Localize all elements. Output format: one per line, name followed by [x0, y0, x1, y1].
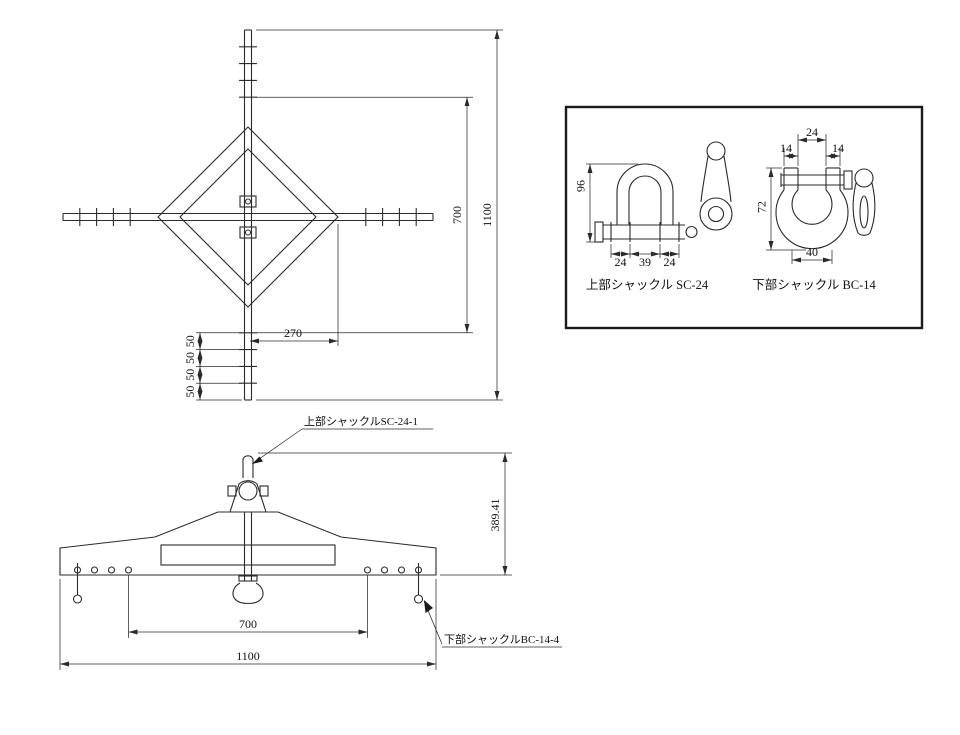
- lower-shackle-side-view: [852, 168, 876, 236]
- front-end-pins: [72, 563, 424, 604]
- detail-box: 96 24 39 24 上部シャックル SC-24: [564, 105, 924, 330]
- front-dim-hole-span: 700: [239, 617, 257, 631]
- lower-dim-width: 40: [806, 245, 818, 259]
- front-beam-slot: [160, 544, 336, 566]
- upper-dim-w3: 24: [664, 255, 676, 269]
- plan-diamond-brace: [157, 126, 339, 308]
- plan-dim-overall-length: 1100: [480, 203, 494, 227]
- plan-beam-horizontal: [62, 208, 434, 226]
- upper-shackle-side-view: [699, 141, 733, 231]
- front-lower-shackle: [232, 575, 264, 605]
- front-beam-body: [59, 511, 437, 581]
- front-top-lug: [229, 480, 267, 513]
- front-upper-shackle: [227, 455, 269, 497]
- upper-shackle-dimensions: 96 24 39 24: [574, 163, 680, 269]
- upper-shackle-front-view: [594, 163, 698, 243]
- plan-dimensions: 1100 700 270 50 50 50 50: [183, 29, 503, 401]
- front-bottom-holes: [73, 566, 423, 574]
- lower-dim-height: 72: [755, 201, 769, 213]
- upper-shackle-leader-label: 上部シャックルSC-24-1: [304, 414, 418, 428]
- lower-shackle-dimensions: 24 14 14 72 40: [755, 125, 844, 264]
- plan-dim-offset: 270: [284, 326, 302, 340]
- front-view: 上部シャックルSC-24-1 下部シャックルBC-14-4 700 1100 3…: [59, 414, 562, 670]
- lower-dim-ear-left: 14: [780, 141, 792, 155]
- plan-beam-vertical: [239, 29, 257, 401]
- plan-center-fittings: [239, 195, 257, 239]
- lower-shackle-caption: 下部シャックル BC-14: [752, 277, 876, 292]
- plan-dim-pitch-4: 50: [183, 386, 197, 398]
- front-dim-height: 389.41: [488, 499, 502, 532]
- upper-dim-w2: 39: [639, 255, 651, 269]
- plan-view: 1100 700 270 50 50 50 50: [62, 29, 503, 401]
- upper-dim-height: 96: [574, 180, 588, 192]
- front-dimensions: 700 1100 389.41: [59, 452, 512, 670]
- detail-box-border: [564, 105, 924, 330]
- lower-shackle-leader-label: 下部シャックルBC-14-4: [444, 632, 560, 646]
- plan-dim-inner-span: 700: [450, 206, 464, 224]
- lower-shackle-front-view: [775, 167, 853, 250]
- upper-dim-w1: 24: [615, 255, 627, 269]
- upper-shackle-caption: 上部シャックル SC-24: [586, 277, 709, 292]
- front-dim-overall-length: 1100: [236, 649, 260, 663]
- plan-dim-pitch-1: 50: [183, 335, 197, 347]
- plan-dim-pitch-3: 50: [183, 369, 197, 381]
- lower-dim-ear-right: 14: [832, 141, 844, 155]
- front-leaders: 上部シャックルSC-24-1 下部シャックルBC-14-4: [251, 414, 562, 648]
- lower-dim-top: 24: [806, 125, 818, 139]
- plan-dim-pitch-2: 50: [183, 352, 197, 364]
